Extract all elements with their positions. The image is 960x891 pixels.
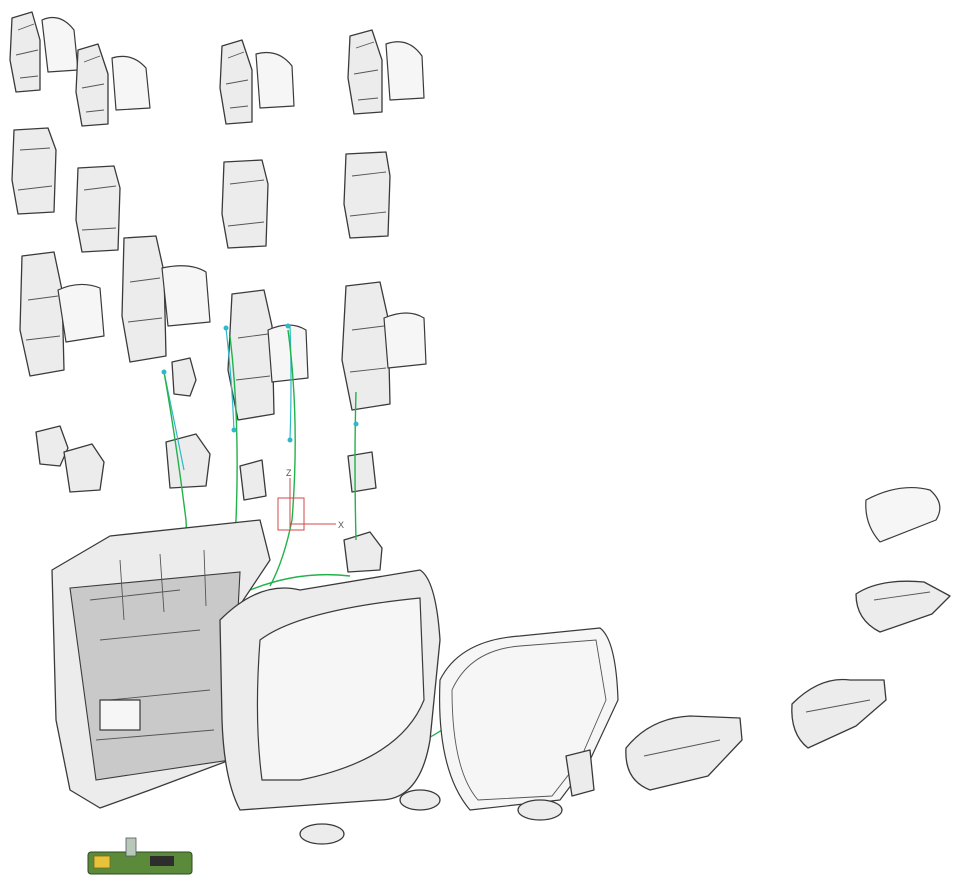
thumb-metacarpal xyxy=(625,715,743,791)
knuckle-block-5 xyxy=(239,459,267,501)
knuckle-block-6 xyxy=(347,451,377,493)
proximal-phalanx-1 xyxy=(19,251,105,377)
finger-tip-3 xyxy=(219,39,295,125)
knuckle-block-1 xyxy=(35,425,69,467)
controller-pcb xyxy=(87,837,193,875)
finger-tip-4 xyxy=(347,29,425,115)
proximal-phalanx-group xyxy=(19,235,427,421)
thumb-tip xyxy=(865,486,941,543)
middle-phalanx-1 xyxy=(11,127,57,215)
thumb-proximal xyxy=(791,678,887,749)
middle-phalanx-3 xyxy=(221,159,269,249)
middle-phalanx-4 xyxy=(343,151,391,239)
proximal-phalanx-4 xyxy=(341,281,427,411)
knuckle-block-3 xyxy=(171,357,197,397)
finger-tip-1 xyxy=(9,11,79,93)
finger-tip-group xyxy=(9,11,425,127)
knuckle-block-4 xyxy=(165,433,211,489)
coordinate-axis: X Z xyxy=(277,468,344,531)
axis-z-label: Z xyxy=(286,468,292,478)
axis-x-label: X xyxy=(338,520,344,530)
knuckle-block-2 xyxy=(63,443,105,493)
knuckle-block-7 xyxy=(343,531,383,573)
palm-frame xyxy=(51,519,271,809)
middle-phalanx-group xyxy=(11,127,391,253)
palm-cover xyxy=(219,569,441,811)
middle-phalanx-2 xyxy=(75,165,121,253)
proximal-phalanx-2 xyxy=(121,235,211,363)
proximal-phalanx-3 xyxy=(227,289,309,421)
thumb-assembly xyxy=(625,486,951,791)
finger-tip-2 xyxy=(75,43,151,127)
base-connectors xyxy=(299,749,595,845)
thumb-distal xyxy=(855,580,951,633)
